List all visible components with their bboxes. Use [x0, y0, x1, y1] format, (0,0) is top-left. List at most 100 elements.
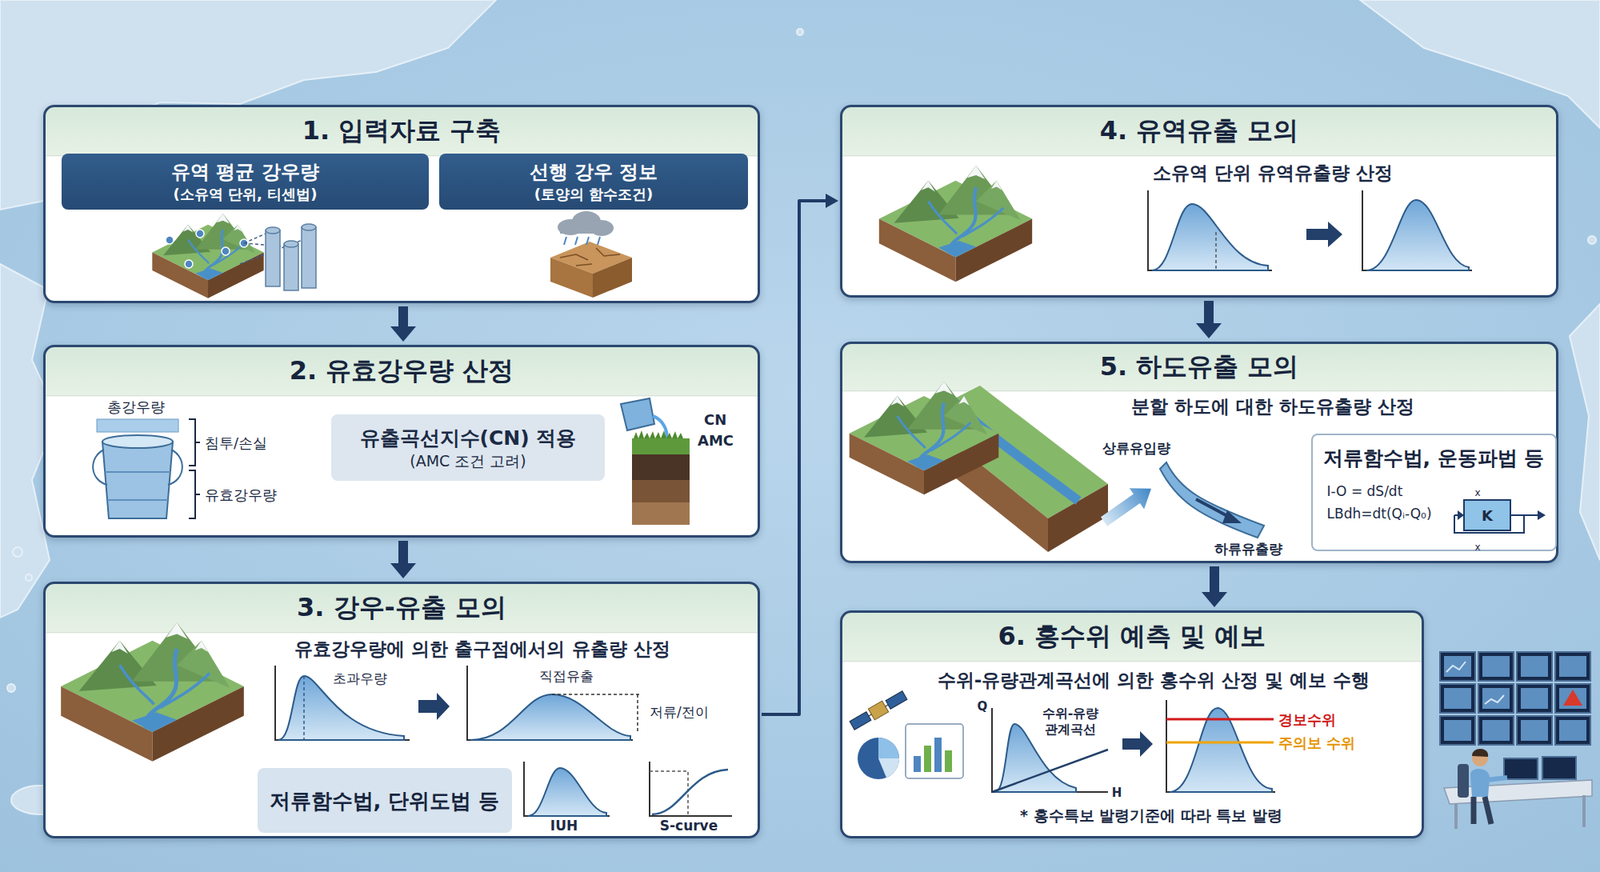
panel2-illustration: [92, 449, 183, 485]
panel-title: 6. 홍수위 예측 및 예보: [998, 619, 1267, 655]
diagram-label: CN: [704, 410, 727, 429]
panel1-illustration: [265, 227, 280, 234]
panel1-illustration: [165, 229, 248, 268]
diagram-label: AMC: [697, 431, 734, 450]
panel2-illustration: [620, 398, 655, 431]
control-room: [1559, 688, 1587, 709]
panel6-illustration: [992, 749, 1108, 792]
panel-subtitle: 수위-유량관계곡선에 의한 홍수위 산정 및 예보 수행: [937, 668, 1371, 692]
panel-title: 1. 입력자료 구축: [302, 113, 502, 149]
panel1-illustration: [265, 230, 280, 287]
panel-title: 4. 유역유출 모의: [1100, 113, 1300, 149]
panel-subtitle: 소유역 단위 유역유출량 산정: [1152, 160, 1393, 185]
box-subtitle: (소유역 단위, 티센법): [173, 184, 318, 204]
control-room: [1470, 768, 1490, 797]
panel6-illustration: [848, 689, 1276, 792]
panel3-illustration: [60, 622, 732, 816]
heading-row: 5. 하도유출 모의: [842, 344, 1556, 391]
graph-label: 수위-유량 관계곡선: [1033, 705, 1108, 738]
panel3-illustration: [652, 769, 728, 815]
label-row: 수위-유량 관계곡선: [1033, 705, 1108, 738]
label-row: CN: [704, 410, 727, 429]
label-row: 침투/손실: [204, 433, 268, 452]
control-room: [1473, 796, 1492, 824]
control-room: [1440, 652, 1476, 681]
panel5-illustration: [849, 381, 1000, 496]
heading-row: 4. 유역유출 모의: [842, 107, 1556, 156]
control-room: [1440, 652, 1591, 745]
panel1-illustration: [196, 229, 204, 238]
panel5-illustration: [1537, 510, 1546, 520]
control-room: [1444, 688, 1472, 709]
panel1-illustration: [301, 227, 316, 288]
heading-row: 3. 강우-유출 모의: [45, 584, 758, 632]
box-title: 저류함수법, 단위도법 등: [269, 787, 500, 815]
subtitle-row: 유효강우량에 의한 출구점에서의 유출량 산정: [122, 636, 843, 661]
control-room: [1457, 764, 1469, 798]
label-row: 총강우량: [0, 397, 376, 416]
control-room: [1559, 720, 1587, 741]
control-room: [1456, 795, 1584, 829]
panel5-illustration: [1196, 499, 1231, 518]
control-room: [1520, 688, 1548, 709]
box-subtitle: (토양의 함수조건): [534, 184, 654, 204]
panel5-illustration: [1096, 478, 1159, 533]
panel4-illustration: [879, 165, 1032, 282]
panel-title: 3. 강우-유출 모의: [296, 590, 507, 626]
panel6-illustration: [1166, 718, 1274, 721]
panel6-illustration: [1166, 741, 1274, 744]
method-box: 저류함수법, 단위도법 등: [257, 768, 512, 833]
panel6-illustration: [868, 704, 888, 716]
formula-text: I-O = dS/dt: [1327, 483, 1404, 500]
panel6-illustration: [944, 750, 952, 772]
panel1-illustration: [152, 213, 264, 299]
diagram-label: 저류/전이: [649, 704, 709, 721]
panel1-illustration: [221, 247, 230, 256]
control-room: [1504, 758, 1538, 780]
subtitle-row: 수위-유량관계곡선에 의한 홍수위 산정 및 예보 수행: [793, 668, 1514, 692]
method-box: 유출곡선지수(CN) 적용(AMC 조건 고려): [331, 414, 605, 481]
land: [1588, 236, 1596, 244]
panel2-illustration: [92, 398, 690, 525]
panel1-illustration: [592, 257, 632, 298]
box-subtitle: (AMC 조건 고려): [409, 451, 527, 472]
panel3-illustration: [528, 768, 607, 816]
panel1-illustration: [152, 211, 632, 299]
panel1-illustration: [557, 211, 614, 236]
arrow-head: [390, 563, 416, 579]
diagram-label: x: [1474, 487, 1480, 500]
panel3-illustration: [470, 694, 631, 740]
control-room: [1444, 656, 1587, 741]
panel1-illustration: [265, 224, 316, 291]
diagram-label: 상류유입량: [1102, 440, 1171, 457]
panel2-illustration: [632, 438, 690, 455]
label-row: S-curve: [448, 817, 929, 835]
panel-subtitle: 유효강우량에 의한 출구점에서의 유출량 산정: [294, 636, 670, 661]
panel1-illustration: [284, 240, 299, 248]
box-title: 유역 평균 강우량: [171, 160, 320, 185]
panel1-illustration: [301, 224, 316, 231]
label-row: * 홍수특보 발령기준에 따라 특보 발령: [911, 805, 1392, 825]
connector-line: [761, 200, 828, 715]
panel3-illustration: [418, 692, 450, 720]
box-title: 유출곡선지수(CN) 적용: [360, 424, 577, 452]
land: [25, 574, 32, 581]
method-title: 저류함수법, 운동파법 등: [1323, 444, 1545, 472]
label-row: AMC: [697, 431, 734, 450]
label-row: 경보수위: [1278, 710, 1336, 729]
panel1-illustration: [184, 260, 193, 268]
panel1-illustration: [284, 244, 299, 291]
diagram-label: 경보수위: [1278, 710, 1336, 729]
label-row: Q: [742, 698, 1223, 715]
panel5-illustration: [1096, 478, 1159, 533]
panel4-illustration: [1362, 190, 1472, 271]
land: [7, 684, 16, 692]
label-row: 직접유출: [326, 668, 807, 685]
diagram-label: 초과우량: [332, 670, 388, 688]
control-room: [1440, 652, 1592, 829]
label-row: x: [1237, 484, 1600, 500]
panel4-illustration: [879, 165, 1472, 282]
diagram-label: 직접유출: [539, 668, 594, 685]
control-room: [1482, 656, 1510, 677]
